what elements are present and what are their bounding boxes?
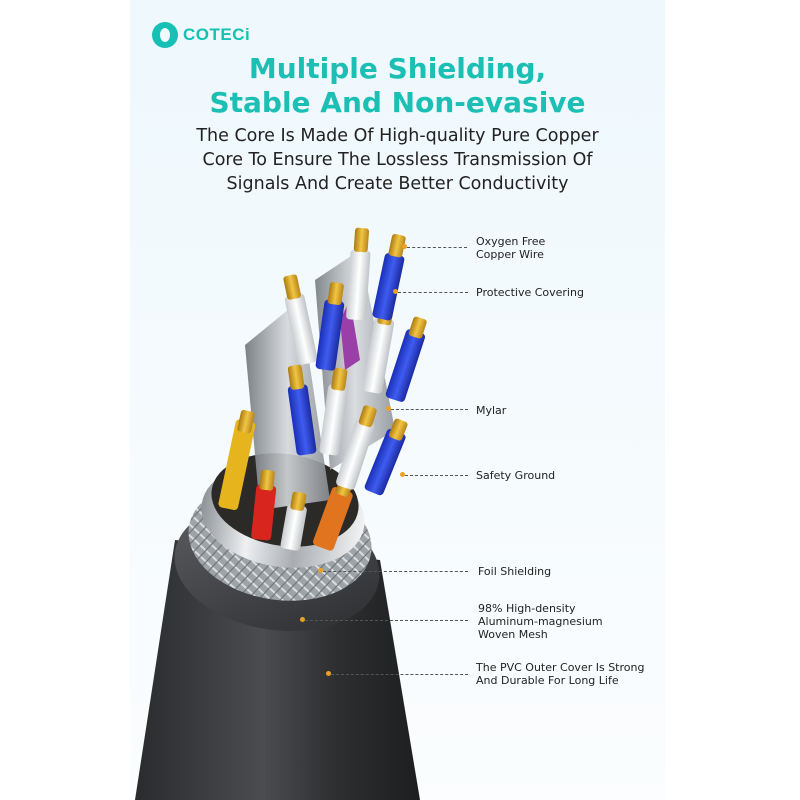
description-line-3: Signals And Create Better Conductivity <box>226 174 569 194</box>
description-line-1: The Core Is Made Of High-quality Pure Co… <box>196 126 599 146</box>
callout-dot-copper <box>402 244 407 249</box>
callout-line-foil <box>323 571 468 572</box>
callout-safety-ground: Safety Ground <box>476 469 556 482</box>
callout-foil-shielding: Foil Shielding <box>478 565 552 578</box>
coteci-logo-icon <box>152 22 178 48</box>
callout-dot-mesh <box>300 617 305 622</box>
headline-line-2: Stable And Non-evasive <box>209 86 586 119</box>
callout-line-ground <box>405 475 468 476</box>
callout-dot-mylar <box>386 406 391 411</box>
callout-mesh-line-1: 98% High-density <box>478 602 576 615</box>
headline-line-1: Multiple Shielding, <box>248 52 547 85</box>
callout-line-mylar <box>391 409 468 410</box>
callout-pvc-line-1: The PVC Outer Cover Is Strong <box>476 661 645 674</box>
callout-dot-foil <box>318 568 323 573</box>
callout-protective-covering: Protective Covering <box>476 286 584 299</box>
callout-line-mesh <box>305 620 468 621</box>
callout-woven-mesh: 98% High-density Aluminum-magnesium Wove… <box>478 602 603 641</box>
callout-mesh-line-3: Woven Mesh <box>478 628 548 641</box>
callout-copper-line-1: Oxygen Free <box>476 235 546 248</box>
callout-copper-line-2: Copper Wire <box>476 248 544 261</box>
brand-logo: COTECi <box>152 22 250 48</box>
callout-dot-ground <box>400 472 405 477</box>
callout-dot-pvc <box>326 671 331 676</box>
wire-group <box>218 227 427 551</box>
callout-copper-wire: Oxygen Free Copper Wire <box>476 235 545 261</box>
brand-name: COTECi <box>183 25 251 44</box>
callout-line-copper <box>407 247 467 248</box>
callout-dot-protective <box>393 289 398 294</box>
callout-mesh-line-2: Aluminum-magnesium <box>478 615 603 628</box>
callout-mylar: Mylar <box>476 404 507 417</box>
callout-line-protective <box>398 292 468 293</box>
description-line-2: Core To Ensure The Lossless Transmission… <box>202 150 593 170</box>
callout-pvc-line-2: And Durable For Long Life <box>476 674 619 687</box>
callout-pvc-cover: The PVC Outer Cover Is Strong And Durabl… <box>476 661 644 687</box>
callout-line-pvc <box>331 674 468 675</box>
